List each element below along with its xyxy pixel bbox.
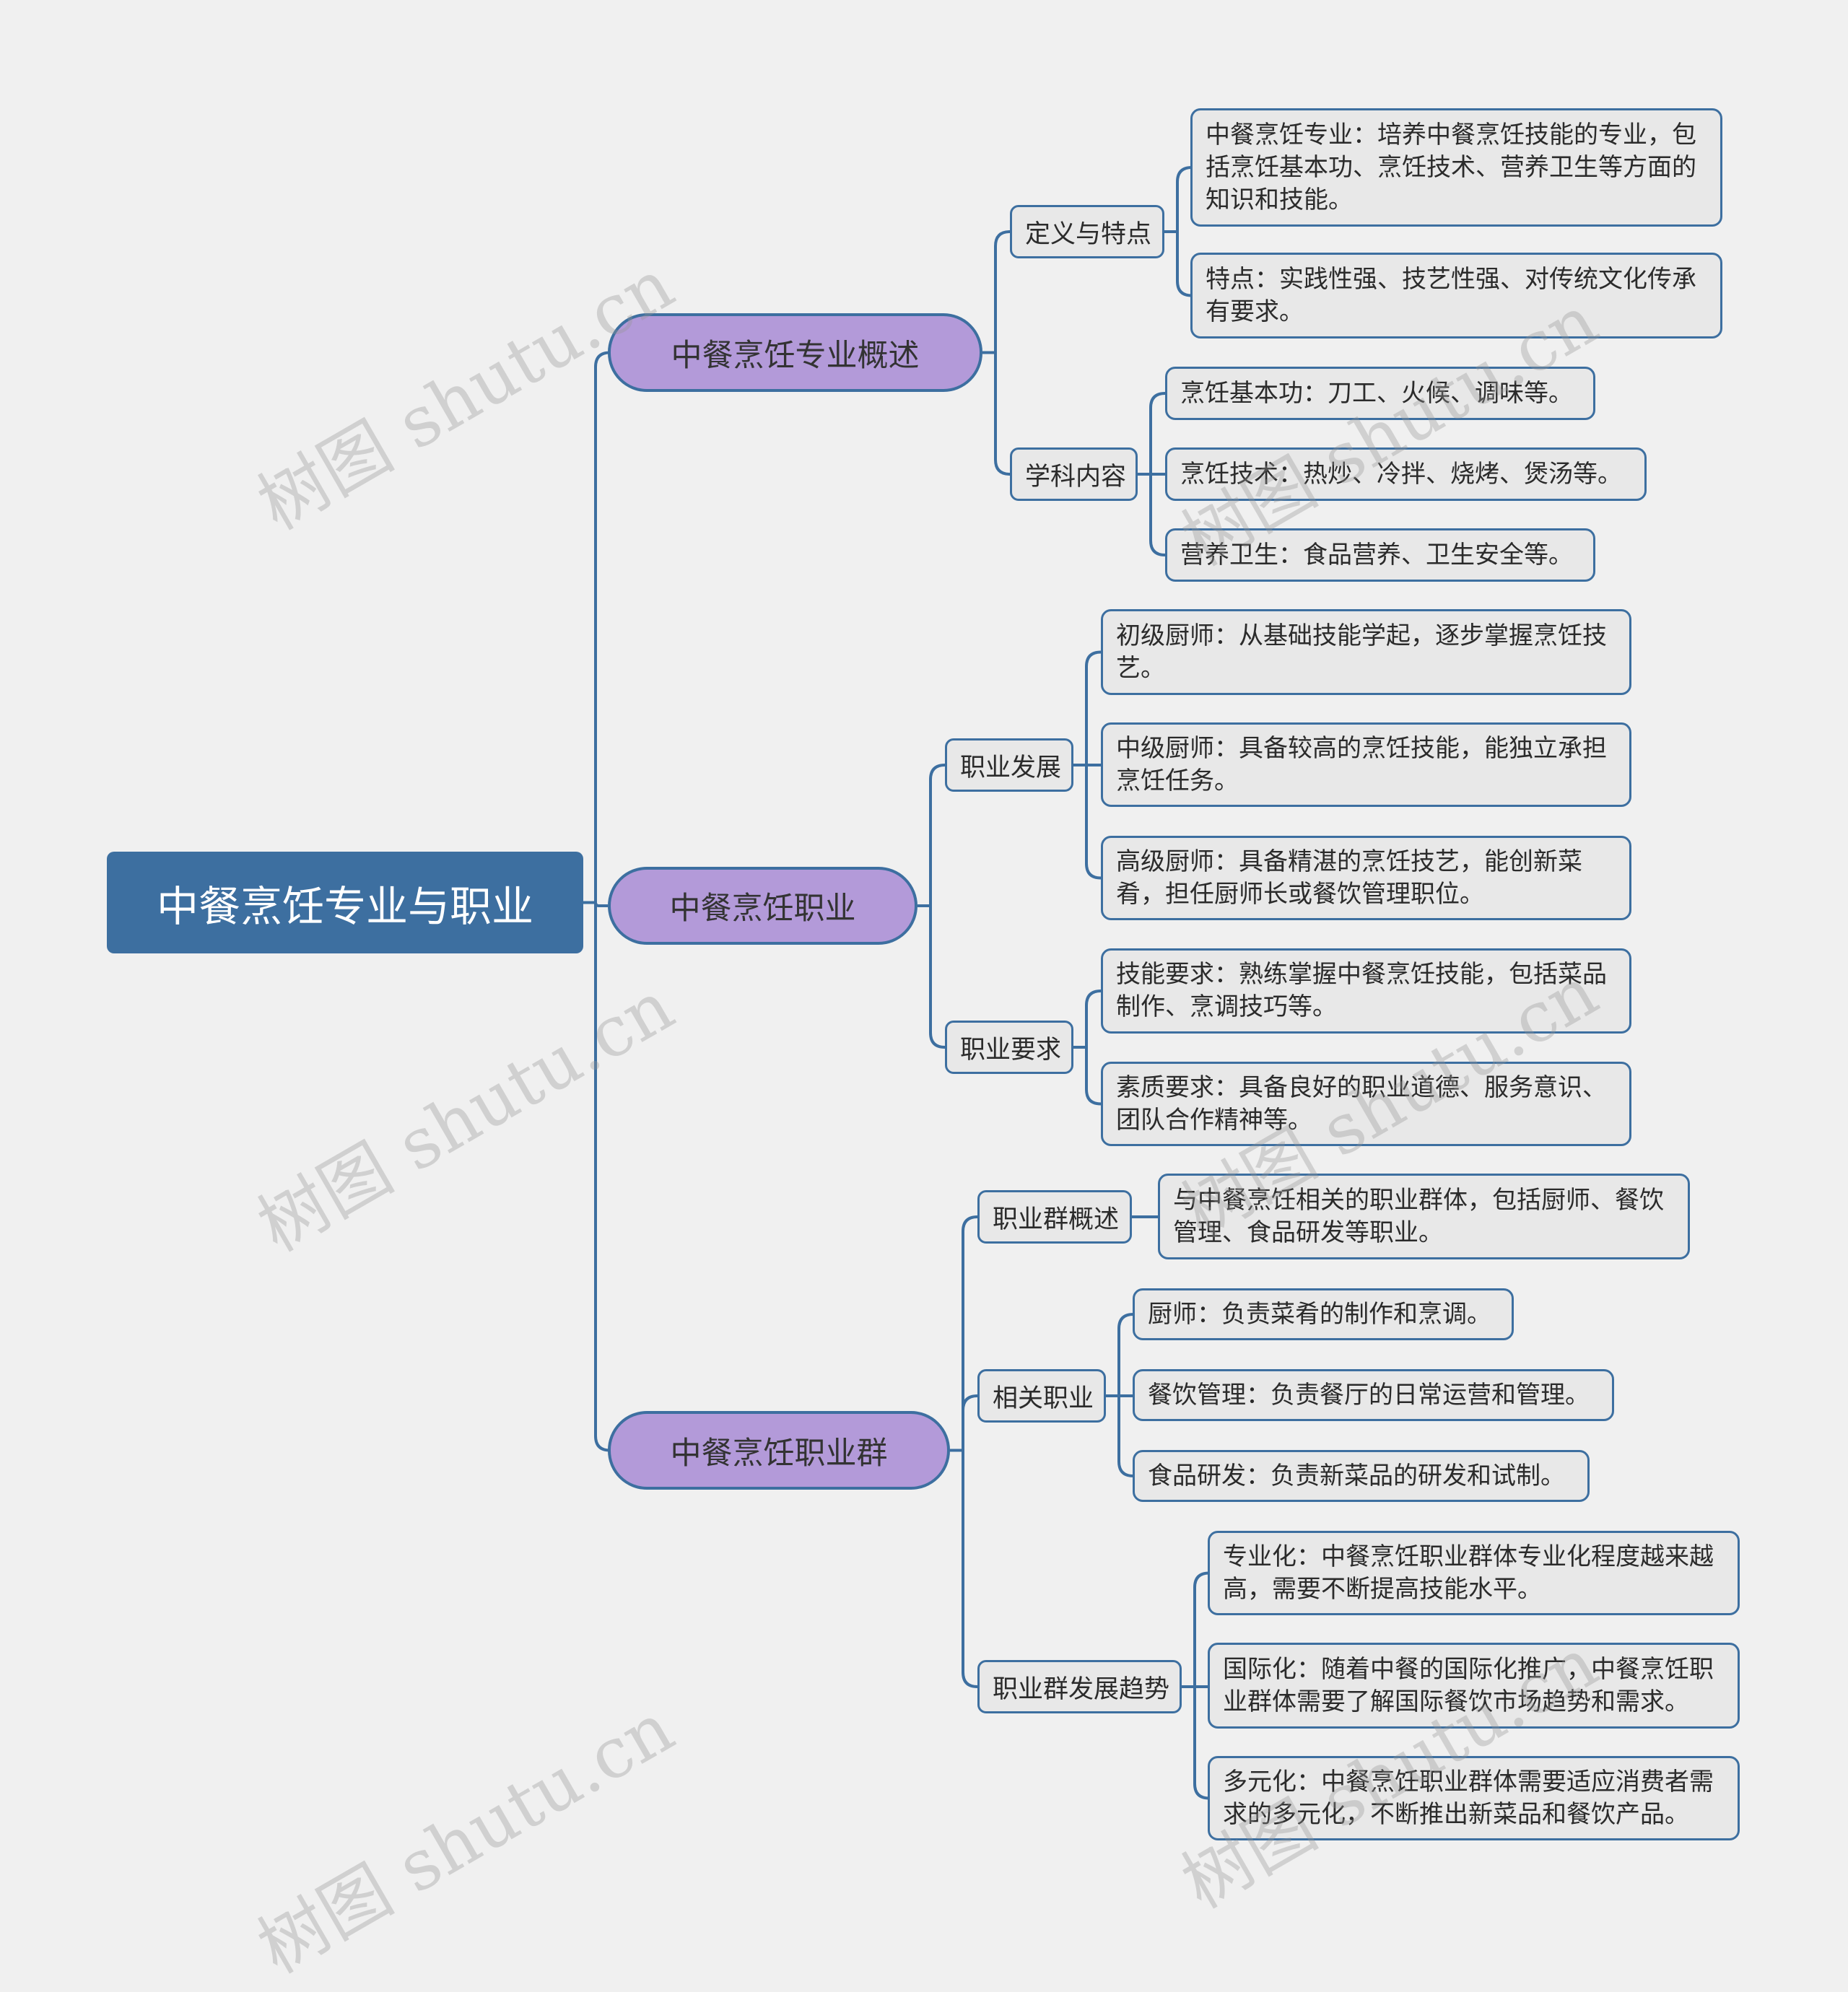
leaf-text: 素质要求：具备良好的职业道德、服务意识、团队合作精神等。 bbox=[1116, 1073, 1607, 1135]
leaf-text: 食品研发：负责新菜品的研发和试制。 bbox=[1148, 1461, 1565, 1490]
connector-line bbox=[583, 901, 611, 1452]
leaf-topic[interactable]: 与中餐烹饪相关的职业群体，包括厨师、餐饮管理、食品研发等职业。 bbox=[1158, 1174, 1690, 1259]
connector-line bbox=[950, 1394, 978, 1452]
connector-line bbox=[1164, 230, 1193, 297]
subtopic-label: 定义与特点 bbox=[1025, 219, 1152, 249]
root-topic-label: 中餐烹饪专业与职业 bbox=[156, 881, 533, 931]
leaf-text: 厨师：负责菜肴的制作和烹调。 bbox=[1148, 1299, 1491, 1329]
subtopic-related-jobs[interactable]: 相关职业 bbox=[977, 1369, 1106, 1423]
leaf-text: 专业化：中餐烹饪职业群体专业化程度越来越高，需要不断提高技能水平。 bbox=[1223, 1542, 1714, 1604]
subtopic-label: 学科内容 bbox=[1025, 462, 1127, 492]
connector-line bbox=[950, 1449, 978, 1688]
subtopic-label: 职业群概述 bbox=[993, 1205, 1120, 1234]
subtopic-group-overview[interactable]: 职业群概述 bbox=[977, 1190, 1132, 1244]
leaf-text: 高级厨师：具备精湛的烹饪技艺，能创新菜肴，担任厨师长或餐饮管理职位。 bbox=[1116, 847, 1582, 909]
subtopic-label: 职业要求 bbox=[960, 1035, 1062, 1065]
subtopic-label: 职业群发展趋势 bbox=[993, 1674, 1170, 1704]
leaf-topic[interactable]: 中餐烹饪专业：培养中餐烹饪技能的专业，包括烹饪基本功、烹饪技术、营养卫生等方面的… bbox=[1190, 108, 1722, 227]
leaf-topic[interactable]: 多元化：中餐烹饪职业群体需要适应消费者需求的多元化，不断推出新菜品和餐饮产品。 bbox=[1208, 1756, 1740, 1840]
leaf-text: 烹饪技术：热炒、冷拌、烧烤、煲汤等。 bbox=[1180, 459, 1622, 489]
leaf-topic[interactable]: 国际化：随着中餐的国际化推广，中餐烹饪职业群体需要了解国际餐饮市场趋势和需求。 bbox=[1208, 1643, 1740, 1729]
connector-line bbox=[1073, 1046, 1102, 1106]
leaf-topic[interactable]: 营养卫生：食品营养、卫生安全等。 bbox=[1165, 528, 1595, 582]
connector-line bbox=[950, 1215, 978, 1452]
connector-line bbox=[1138, 392, 1166, 476]
leaf-topic[interactable]: 烹饪技术：热炒、冷拌、烧烤、煲汤等。 bbox=[1165, 447, 1647, 501]
branch-career[interactable]: 中餐烹饪职业 bbox=[608, 867, 918, 945]
leaf-topic[interactable]: 技能要求：熟练掌握中餐烹饪技能，包括菜品制作、烹调技巧等。 bbox=[1101, 948, 1631, 1034]
connector-line bbox=[918, 904, 946, 1049]
connector-line bbox=[1073, 764, 1102, 880]
leaf-topic[interactable]: 食品研发：负责新菜品的研发和试制。 bbox=[1133, 1450, 1590, 1502]
root-topic[interactable]: 中餐烹饪专业与职业 bbox=[107, 852, 583, 953]
connector-line bbox=[982, 230, 1011, 354]
subtopic-label: 相关职业 bbox=[993, 1384, 1094, 1413]
leaf-topic[interactable]: 初级厨师：从基础技能学起，逐步掌握烹饪技艺。 bbox=[1101, 609, 1631, 695]
subtopic-label: 职业发展 bbox=[960, 753, 1062, 782]
branch-major-overview[interactable]: 中餐烹饪专业概述 bbox=[608, 313, 982, 392]
connector-line bbox=[1106, 1394, 1134, 1477]
connector-line bbox=[918, 764, 946, 907]
connector-line bbox=[1073, 650, 1102, 766]
subtopic-career-development[interactable]: 职业发展 bbox=[945, 738, 1073, 792]
branch-label: 中餐烹饪职业 bbox=[669, 891, 856, 927]
leaf-text: 烹饪基本功：刀工、火候、调味等。 bbox=[1180, 378, 1573, 408]
leaf-text: 与中餐烹饪相关的职业群体，包括厨师、餐饮管理、食品研发等职业。 bbox=[1173, 1185, 1664, 1247]
subtopic-group-trends[interactable]: 职业群发展趋势 bbox=[977, 1660, 1182, 1713]
connector-line bbox=[1182, 1571, 1210, 1688]
leaf-text: 初级厨师：从基础技能学起，逐步掌握烹饪技艺。 bbox=[1116, 621, 1607, 683]
leaf-text: 中餐烹饪专业：培养中餐烹饪技能的专业，包括烹饪基本功、烹饪技术、营养卫生等方面的… bbox=[1206, 120, 1696, 214]
leaf-topic[interactable]: 中级厨师：具备较高的烹饪技能，能独立承担烹饪任务。 bbox=[1101, 722, 1631, 807]
connector-line bbox=[982, 351, 1011, 476]
leaf-topic[interactable]: 素质要求：具备良好的职业道德、服务意识、团队合作精神等。 bbox=[1101, 1062, 1631, 1146]
branch-label: 中餐烹饪专业概述 bbox=[671, 337, 920, 374]
subtopic-definition[interactable]: 定义与特点 bbox=[1010, 205, 1164, 258]
leaf-topic[interactable]: 烹饪基本功：刀工、火候、调味等。 bbox=[1165, 367, 1595, 420]
connector-line bbox=[1073, 990, 1102, 1049]
leaf-topic[interactable]: 高级厨师：具备精湛的烹饪技艺，能创新菜肴，担任厨师长或餐饮管理职位。 bbox=[1101, 836, 1631, 920]
connector-line bbox=[1106, 1313, 1134, 1397]
leaf-topic[interactable]: 特点：实践性强、技艺性强、对传统文化传承有要求。 bbox=[1190, 253, 1722, 338]
leaf-text: 营养卫生：食品营养、卫生安全等。 bbox=[1180, 540, 1573, 569]
connector-line bbox=[1164, 166, 1193, 233]
leaf-text: 技能要求：熟练掌握中餐烹饪技能，包括菜品制作、烹调技巧等。 bbox=[1116, 960, 1607, 1021]
leaf-topic[interactable]: 专业化：中餐烹饪职业群体专业化程度越来越高，需要不断提高技能水平。 bbox=[1208, 1531, 1740, 1615]
connector-line bbox=[583, 351, 611, 904]
connector-line bbox=[1182, 1685, 1210, 1800]
subtopic-curriculum[interactable]: 学科内容 bbox=[1010, 447, 1138, 501]
leaf-text: 国际化：随着中餐的国际化推广，中餐烹饪职业群体需要了解国际餐饮市场趋势和需求。 bbox=[1223, 1654, 1714, 1716]
branch-label: 中餐烹饪职业群 bbox=[670, 1435, 888, 1472]
connector-line bbox=[1138, 473, 1166, 556]
leaf-text: 多元化：中餐烹饪职业群体需要适应消费者需求的多元化，不断推出新菜品和餐饮产品。 bbox=[1223, 1767, 1714, 1829]
leaf-text: 餐饮管理：负责餐厅的日常运营和管理。 bbox=[1148, 1380, 1590, 1410]
leaf-topic[interactable]: 餐饮管理：负责餐厅的日常运营和管理。 bbox=[1133, 1369, 1614, 1421]
leaf-text: 特点：实践性强、技艺性强、对传统文化传承有要求。 bbox=[1206, 264, 1696, 326]
leaf-topic[interactable]: 厨师：负责菜肴的制作和烹调。 bbox=[1133, 1288, 1514, 1340]
branch-career-group[interactable]: 中餐烹饪职业群 bbox=[608, 1411, 950, 1490]
leaf-text: 中级厨师：具备较高的烹饪技能，能独立承担烹饪任务。 bbox=[1116, 733, 1607, 795]
subtopic-career-requirements[interactable]: 职业要求 bbox=[945, 1021, 1073, 1074]
